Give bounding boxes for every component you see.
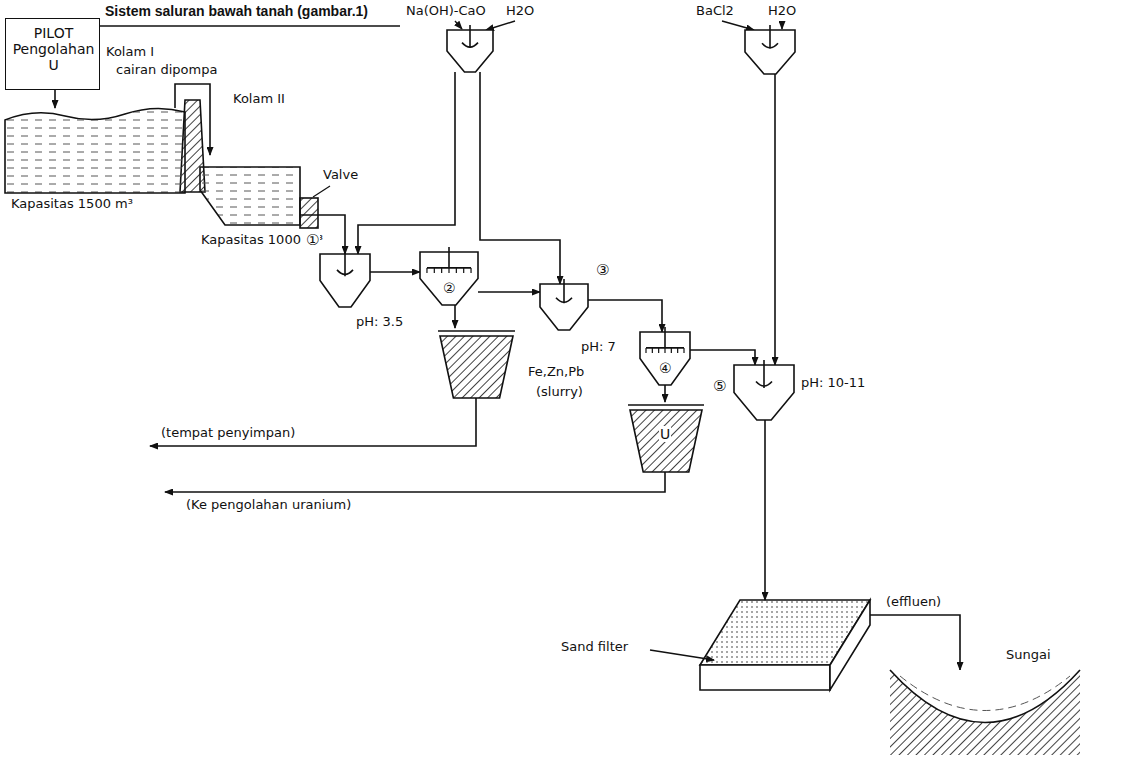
filter-shape	[700, 600, 870, 695]
mixer-node: BaCl2 H2O	[695, 2, 805, 76]
node-text: pH: 3.5	[355, 315, 404, 330]
node-text: pH: 7	[580, 340, 617, 355]
tank-shape	[320, 254, 370, 307]
note-label: Valve	[322, 168, 359, 183]
mixer-shape	[447, 30, 493, 72]
node-text: U	[659, 426, 671, 442]
callout-number: ②	[442, 280, 457, 296]
mixer-node: Na(OH)-CaO H2O	[405, 2, 545, 74]
filter-node: Sand filter	[560, 598, 872, 698]
settler-node: U	[628, 402, 704, 472]
valve-leader	[313, 186, 330, 197]
pond1-shape	[5, 108, 185, 193]
node-text: Kapasitas 1500 m³	[10, 197, 134, 212]
edge-label: (effluen)	[885, 595, 942, 610]
outlet-arrow	[150, 398, 476, 446]
pipe-connector	[480, 72, 560, 284]
callout-number: ③	[595, 262, 610, 279]
river-node: Sungai	[890, 648, 1080, 758]
callout-number: ①	[305, 232, 320, 249]
pipe-connector	[454, 305, 456, 328]
settler-node: Fe,Zn,Pb (slurry)	[435, 325, 615, 420]
channel-line	[100, 25, 400, 27]
pipe-connector	[588, 300, 662, 332]
outlet-arrow	[165, 472, 665, 492]
edge-label: cairan dipompa	[115, 63, 218, 78]
pipe-connector	[870, 615, 960, 670]
node-text: (slurry)	[535, 385, 584, 400]
pipe-connector	[358, 72, 455, 254]
node-text: H2O	[505, 4, 535, 19]
callout-number: ⑤	[712, 378, 727, 395]
valve	[300, 198, 318, 228]
river-shape	[890, 670, 1080, 755]
rake-node: ② pH: 3.5	[355, 250, 485, 335]
reagent-arrow	[722, 21, 754, 30]
node-text: pH: 10-11	[800, 376, 866, 391]
reagent-arrow	[455, 21, 462, 29]
mixer-shape	[745, 30, 795, 74]
rake-shape	[420, 252, 478, 305]
node-text: BaCl2	[695, 4, 735, 19]
tank-node: ③	[535, 262, 620, 334]
tank-shape	[734, 365, 794, 420]
tank-node: ①	[305, 232, 377, 312]
pipe-connector	[54, 90, 56, 108]
diagram-title: Sistem saluran bawah tanah (gambar.1)	[105, 3, 368, 19]
node-text: Kolam I	[105, 45, 155, 60]
pipe-connector	[774, 74, 776, 365]
pipe-connector	[370, 271, 420, 273]
pipe-connector	[690, 350, 755, 365]
pipe-connector	[664, 385, 666, 402]
node-text: Kolam II	[232, 92, 286, 107]
pipe-connector	[764, 420, 766, 600]
process-box: PILOT Pengolahan U	[5, 18, 100, 90]
reagent-arrow	[486, 21, 515, 30]
note-label: (Ke pengolahan uranium)	[185, 498, 352, 513]
rake-shape	[640, 332, 690, 385]
reagent-arrow	[781, 21, 782, 29]
tank-shape	[540, 284, 588, 330]
settler-shape	[438, 328, 515, 398]
node-text: Sand filter	[560, 640, 629, 655]
note-label: (tempat penyimpan)	[160, 426, 296, 441]
node-text: Sungai	[1005, 648, 1052, 663]
node-text: Fe,Zn,Pb	[527, 365, 585, 380]
pipe-connector	[478, 291, 540, 293]
tank-node: ⑤ pH: 10-11	[712, 360, 872, 430]
node-text: Na(OH)-CaO	[405, 4, 487, 19]
node-text: PILOT Pengolahan U	[11, 25, 96, 73]
node-text: H2O	[767, 4, 797, 19]
callout-number: ④	[658, 360, 673, 376]
pond2-shape	[200, 155, 300, 225]
pond2-node: Kolam IIKapasitas 1000 m³	[180, 85, 345, 255]
rake-node: ④ pH: 7	[580, 330, 695, 390]
